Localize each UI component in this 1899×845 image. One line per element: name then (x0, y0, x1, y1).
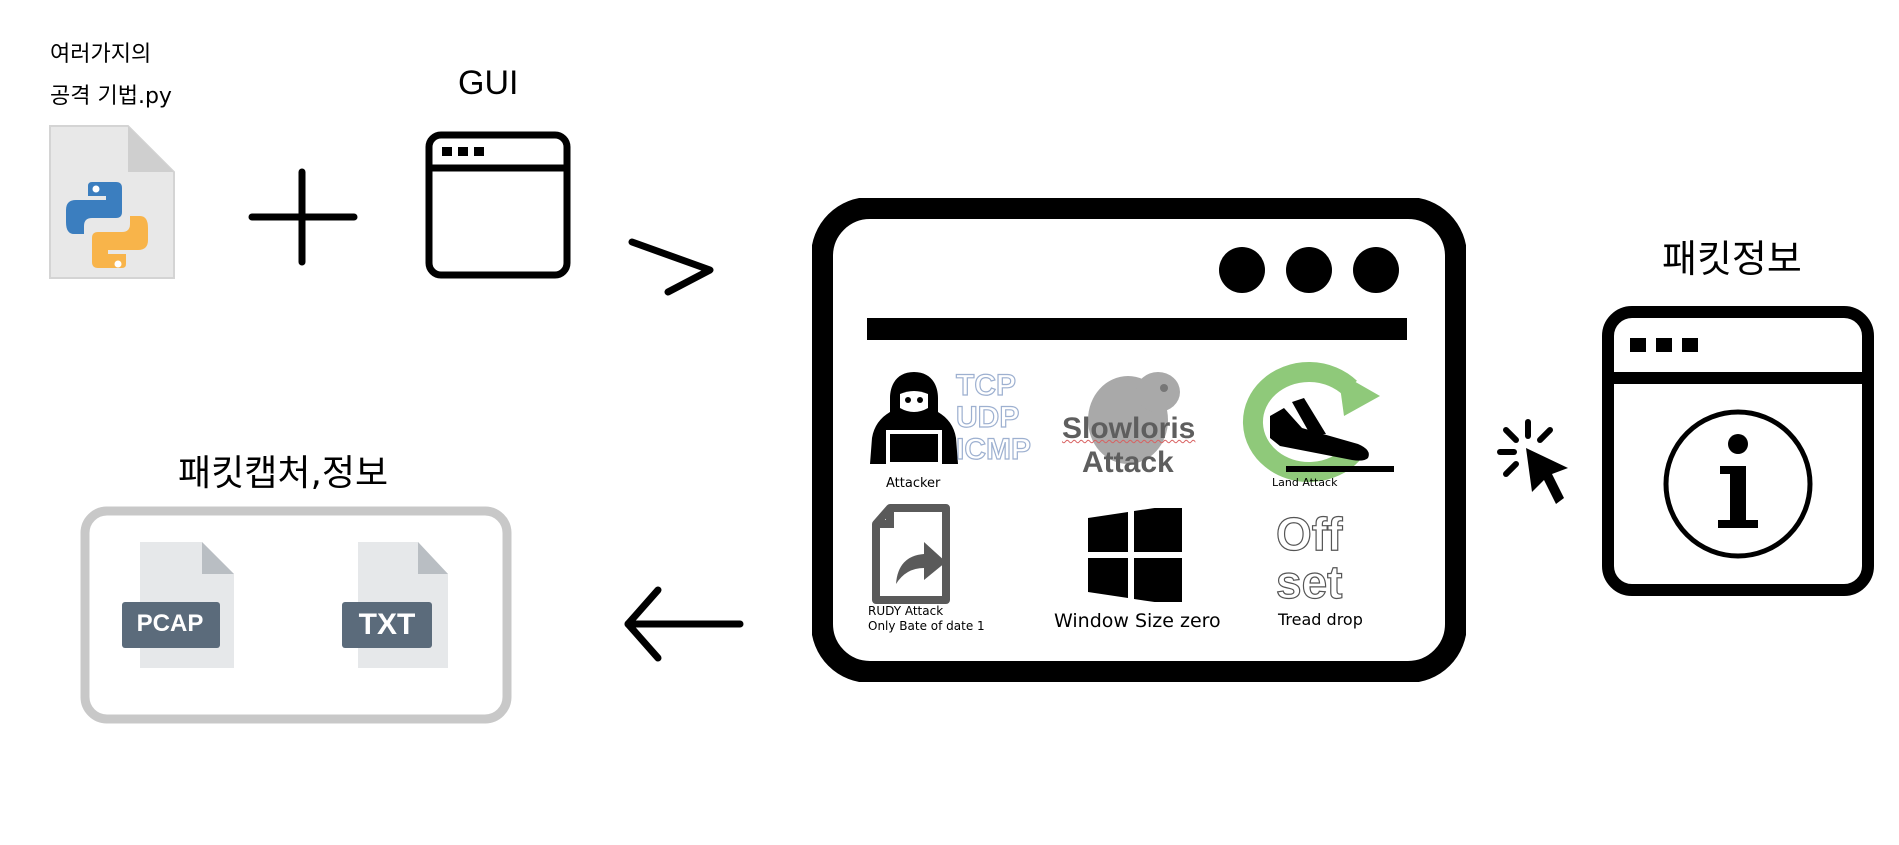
slowloris-label-line1: Slowloris (1062, 412, 1196, 445)
python-file-icon (46, 122, 176, 282)
rudy-label-line2: Only Bate of date 1 (868, 619, 985, 633)
tread-drop-label: Tread drop (1278, 610, 1363, 629)
info-window-icon (1600, 304, 1876, 598)
hacker-icon (866, 368, 962, 468)
slowloris-icon (1080, 362, 1190, 472)
protocol-labels: TCP UDP ICMP (955, 369, 1031, 466)
offset-label-line2: set (1275, 556, 1343, 608)
protocol-udp: UDP (955, 401, 1020, 434)
offset-label-line1: Off (1275, 508, 1343, 560)
arrow-right-icon (628, 236, 718, 298)
capture-label: 패킷캡처,정보 (178, 453, 389, 494)
pcap-badge: PCAP (136, 610, 204, 637)
gui-label: GUI (458, 64, 519, 102)
packet-info-label: 패킷정보 (1662, 237, 1802, 281)
file-share-icon (870, 504, 954, 604)
protocol-tcp: TCP (955, 369, 1016, 402)
window-size-zero-label: Window Size zero (1054, 610, 1221, 632)
arrow-left-icon (620, 584, 746, 664)
source-label-line1: 여러가지의 (50, 42, 152, 67)
txt-file-icon (340, 540, 460, 670)
rudy-label-line1: RUDY Attack (868, 604, 944, 618)
txt-badge: TXT (358, 608, 416, 641)
window-icon (424, 130, 572, 280)
source-label-line2: 공격 기법.py (50, 84, 172, 109)
plus-icon (248, 168, 358, 268)
pcap-file-icon (120, 540, 240, 670)
windows-logo-icon (1088, 508, 1182, 602)
protocol-icmp: ICMP (955, 433, 1031, 466)
attacker-label: Attacker (886, 476, 941, 491)
click-cursor-icon (1496, 418, 1576, 518)
slowloris-label-line2: Attack (1082, 446, 1174, 479)
land-attack-label: Land Attack (1272, 476, 1338, 489)
plane-landing-icon (1240, 362, 1396, 482)
